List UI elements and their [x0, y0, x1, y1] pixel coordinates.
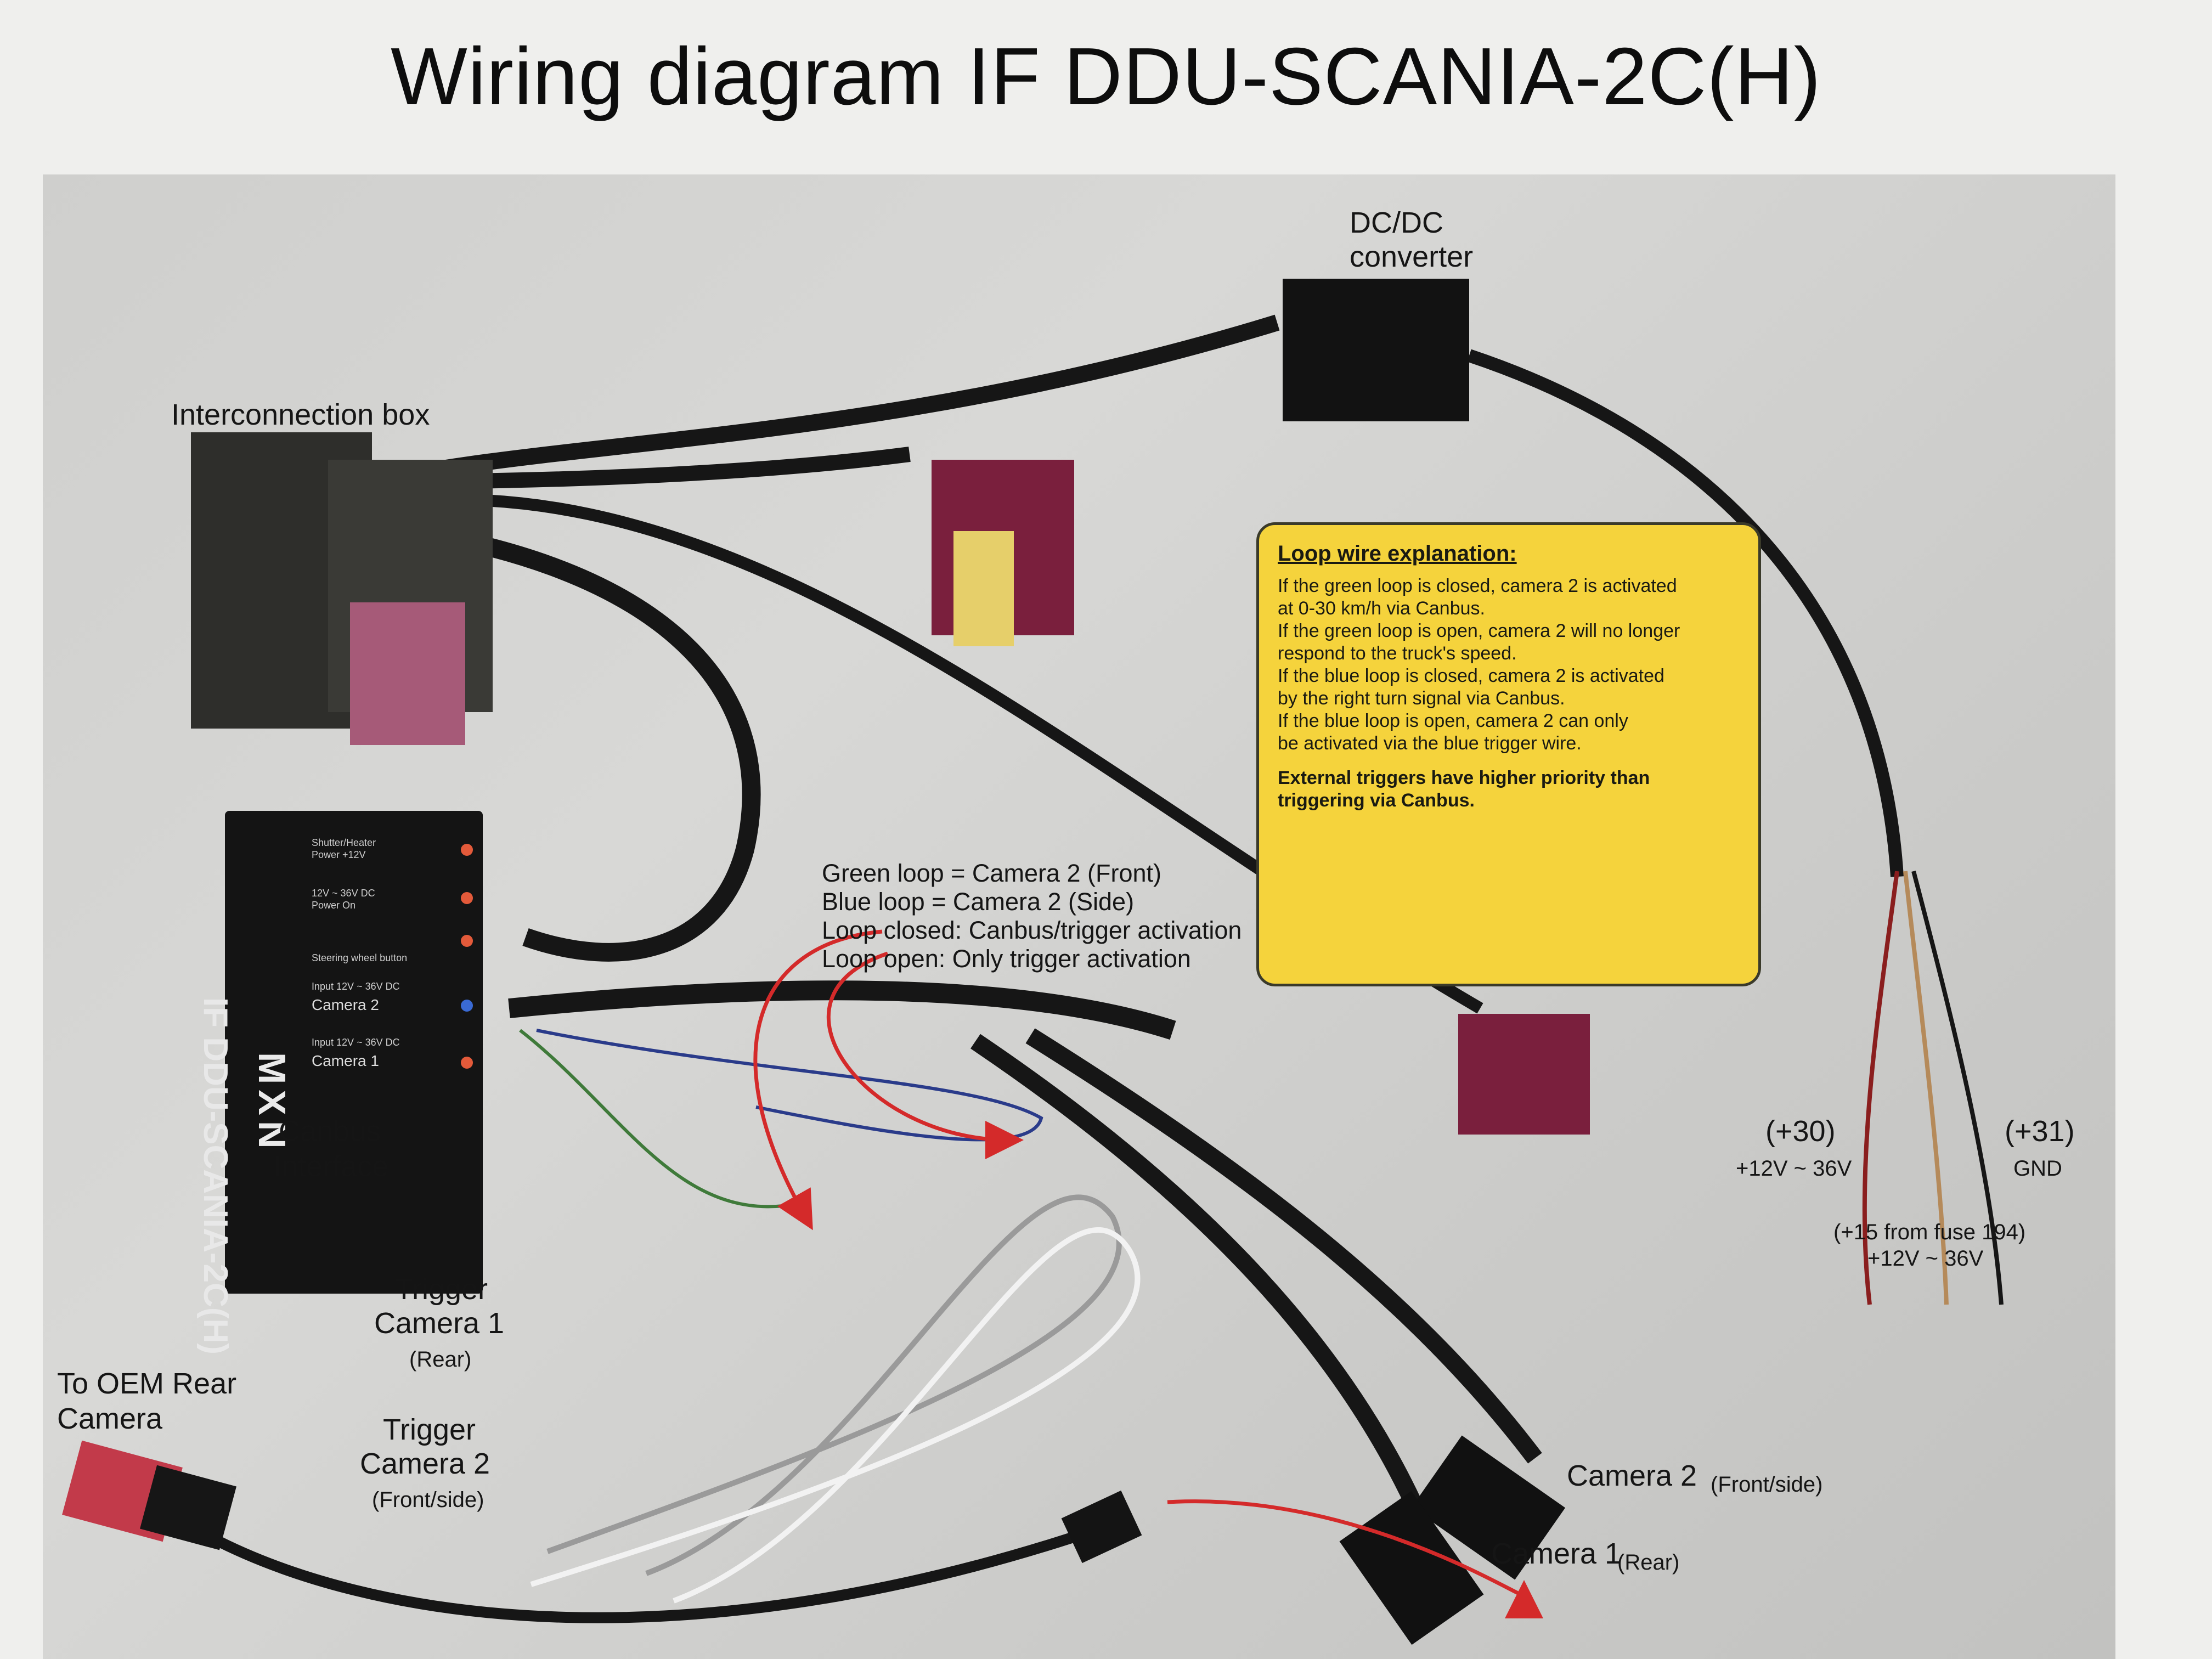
canbus-item: Input 12V ~ 36V DC [312, 981, 400, 992]
page-title: Wiring diagram IF DDU-SCANIA-2C(H) [391, 31, 1821, 122]
canbus-item: Power +12V [312, 849, 366, 860]
canbus-item: Power On [312, 900, 356, 911]
canbus-label-1: Canbus [279, 1115, 381, 1148]
loop-box-line: be activated via the blue trigger wire. [1278, 733, 1582, 754]
wire-trigger-camera2 [530, 1227, 1141, 1604]
dcdc-converter [1283, 279, 1469, 421]
canbus-item: Shutter/Heater [312, 837, 376, 848]
loop-box-bold-line: triggering via Canbus. [1278, 790, 1475, 811]
wire-plus30 [1862, 871, 1899, 1305]
canbus-item: Steering wheel button [312, 952, 408, 963]
canbus-cam1-label: Camera 1 [312, 1052, 379, 1069]
loop-annotation-line: Loop open: Only trigger activation [822, 945, 1191, 973]
wiring-photo: IF DDU-SCANIA-2C(H) MXN Shutter/Heater P… [43, 174, 2115, 1659]
red-connector [1458, 1014, 1590, 1135]
plus30-label: (+30) [1765, 1115, 1836, 1148]
loop-explanation-box: Loop wire explanation: If the green loop… [1256, 522, 1761, 986]
camera1-connector [1339, 1491, 1484, 1645]
plus30-range: +12V ~ 36V [1736, 1156, 1852, 1181]
led-blue [461, 1000, 473, 1012]
trigger-camera2-sub: (Front/side) [372, 1488, 484, 1512]
cable-braided-loop [370, 516, 761, 962]
wire-trigger-camera1 [546, 1194, 1122, 1576]
canbus-cam2-label: Camera 2 [312, 996, 379, 1013]
trigger-camera2-label-2: Camera 2 [360, 1447, 490, 1480]
loop-annotation-line: Green loop = Camera 2 (Front) [822, 859, 1162, 887]
loop-box-line: respond to the truck's speed. [1278, 643, 1517, 664]
interconnection-box-label: Interconnection box [171, 398, 430, 431]
camera1-label: Camera 1 [1491, 1537, 1622, 1570]
cable-dcdc-to-power [1467, 349, 1904, 877]
trigger-camera1-label-2: Camera 1 [374, 1307, 505, 1340]
canbus-item: 12V ~ 36V DC [312, 888, 375, 899]
canbus-label-2: Interface [273, 1150, 389, 1183]
oem-label-2: Camera [57, 1402, 163, 1435]
loop-box-line: If the green loop is open, camera 2 will… [1278, 620, 1680, 641]
wire-blue-loop [536, 1029, 1043, 1142]
arrow-blue-loop [827, 951, 1024, 1159]
camera1-rear-plug [1061, 1490, 1142, 1564]
arrow-camera1 [1167, 1499, 1543, 1620]
gnd-label: GND [2013, 1156, 2062, 1181]
canbus-interface-box [225, 811, 483, 1294]
loop-box-line: at 0-30 km/h via Canbus. [1278, 598, 1485, 619]
canbus-device-title: IF DDU-SCANIA-2C(H) [196, 997, 234, 1355]
camera2-sub: (Front/side) [1711, 1472, 1823, 1497]
wiring-diagram [62, 279, 2004, 1645]
interconnection-plug [350, 602, 465, 745]
wire-green-loop [519, 1029, 784, 1209]
loop-annotation-line: Loop closed: Canbus/trigger activation [822, 916, 1242, 944]
loop-box-line: If the blue loop is open, camera 2 can o… [1278, 710, 1628, 731]
plus15-label: (+15 from fuse 194) [1833, 1220, 2026, 1244]
loop-box-line: If the green loop is closed, camera 2 is… [1278, 575, 1677, 596]
loop-annotation-line: Blue loop = Camera 2 (Side) [822, 888, 1135, 916]
led-red [461, 935, 473, 947]
trigger-camera1-sub: (Rear) [409, 1347, 472, 1372]
trigger-camera2-label-1: Trigger [383, 1413, 476, 1446]
camera2-connector [1411, 1435, 1566, 1580]
trigger-camera1-label-1: Trigger [395, 1273, 488, 1306]
wire-plus31 [1911, 870, 2004, 1305]
led-red [461, 892, 473, 904]
dcdc-label-2: converter [1350, 240, 1474, 273]
loop-box-line: If the blue loop is closed, camera 2 is … [1278, 665, 1664, 686]
oem-plug-body [140, 1465, 236, 1550]
plus31-label: (+31) [2005, 1115, 2075, 1148]
cable-camera2 [1025, 1028, 1542, 1464]
purple-connector-latch [953, 531, 1014, 646]
plus15-range: +12V ~ 36V [1867, 1246, 1984, 1271]
cable-oem [194, 1519, 1115, 1623]
camera2-label: Camera 2 [1567, 1459, 1697, 1492]
cable-camera1 [970, 1034, 1444, 1560]
loop-box-heading: Loop wire explanation: [1278, 541, 1517, 566]
canbus-item: Input 12V ~ 36V DC [312, 1037, 400, 1048]
dcdc-label-1: DC/DC [1350, 206, 1443, 239]
led-red [461, 1057, 473, 1069]
arrow-green-loop [753, 929, 883, 1231]
loop-box-bold-line: External triggers have higher priority t… [1278, 768, 1650, 788]
cable-main-trunk [508, 980, 1176, 1040]
led-red [461, 844, 473, 856]
camera1-sub: (Rear) [1617, 1550, 1680, 1575]
loop-box-line: by the right turn signal via Canbus. [1278, 688, 1565, 709]
oem-label-1: To OEM Rear [57, 1367, 237, 1400]
wire-plus15 [1903, 871, 1949, 1305]
